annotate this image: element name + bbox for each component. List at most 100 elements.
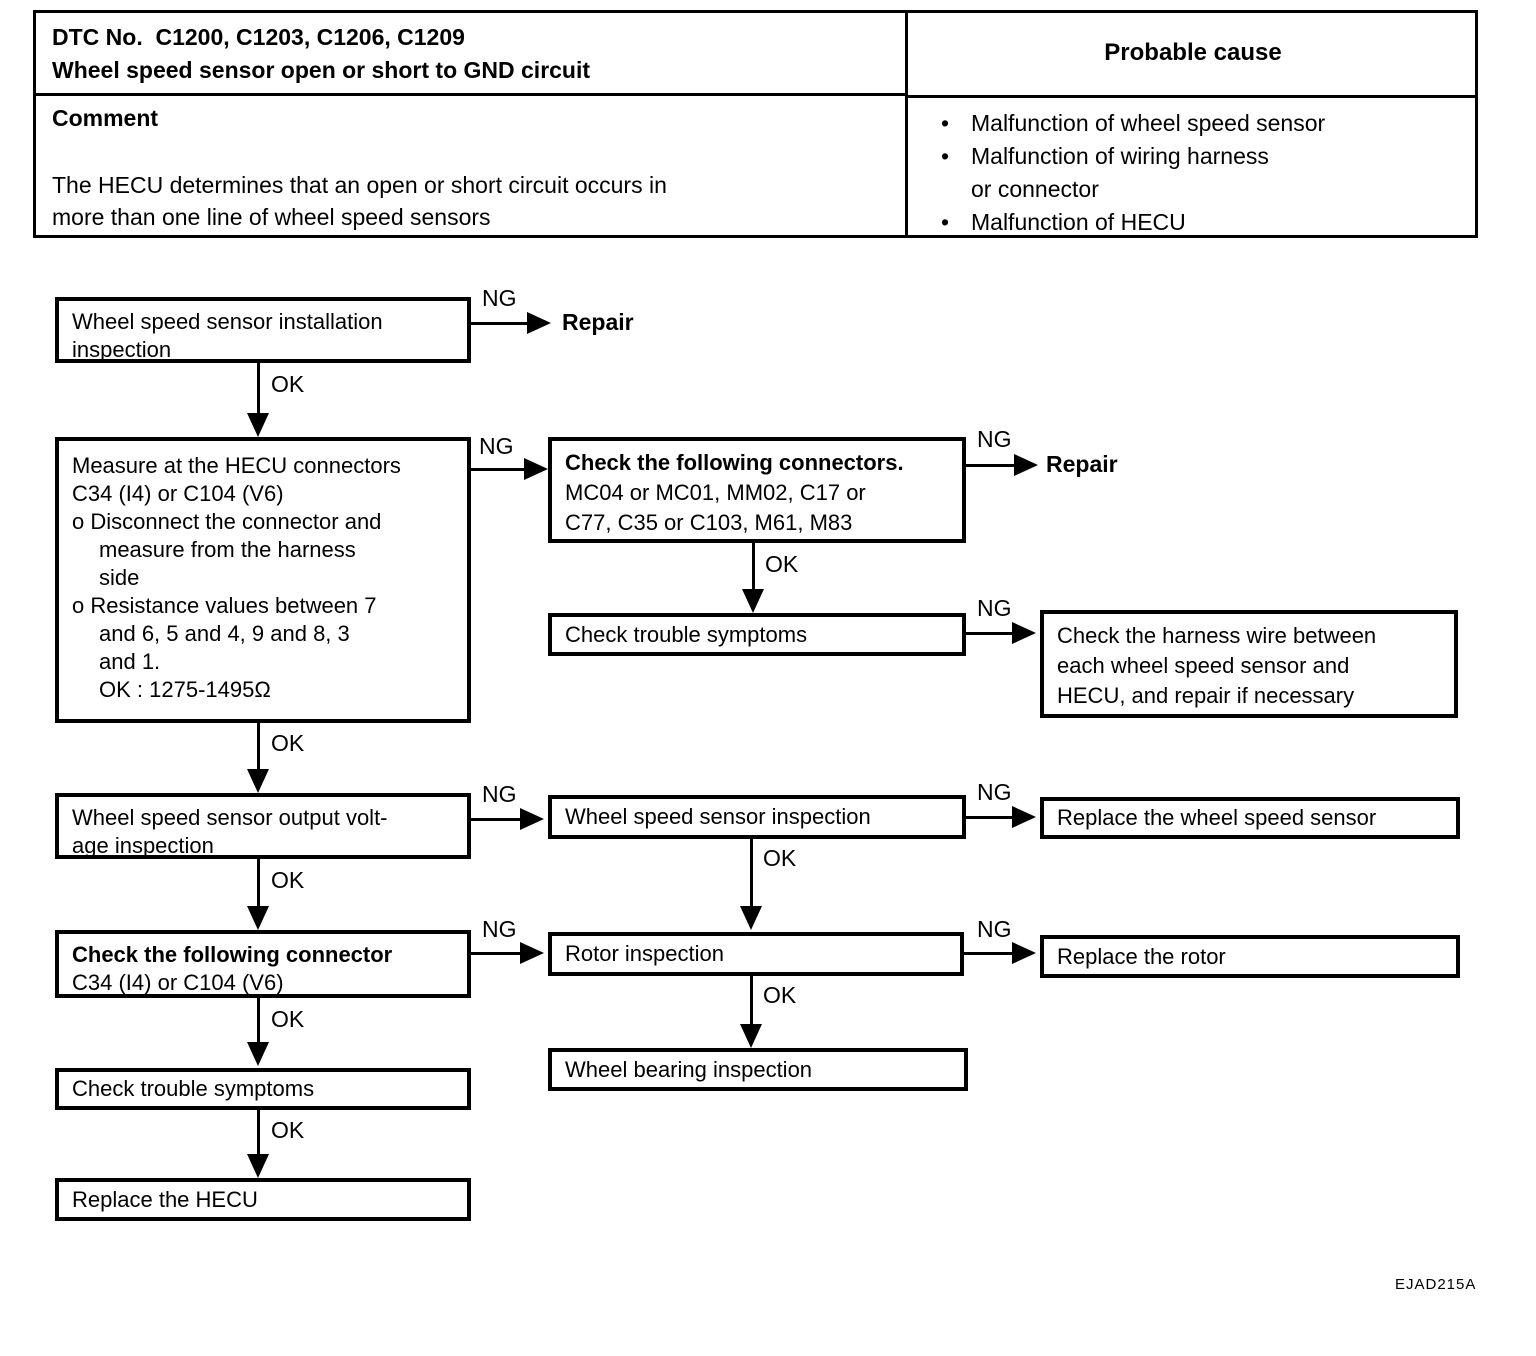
arrow-connector-to-rotor: [471, 952, 523, 955]
box-rotor-inspection: Rotor inspection: [548, 932, 964, 976]
box-replace-wheel-speed-sensor: Replace the wheel speed sensor: [1040, 797, 1460, 839]
dtc-title: DTC No. C1200, C1203, C1206, C1209 Wheel…: [52, 21, 590, 87]
probable-cause-header: Probable cause: [1104, 39, 1282, 66]
bullet-icon: •: [941, 143, 950, 169]
arrowhead-down-icon: [247, 769, 269, 793]
arrowhead-down-icon: [247, 1042, 269, 1066]
comment-body: The HECU determines that an open or shor…: [52, 172, 667, 230]
box-line: Replace the HECU: [72, 1186, 258, 1212]
arrow-symptoms-to-harness: [966, 632, 1016, 635]
arrow-measure-to-check-connectors: [471, 468, 529, 471]
dtc-title-line2: Wheel speed sensor open or short to GND …: [52, 57, 591, 83]
ng-label: NG: [977, 595, 1012, 621]
box-check-following-connectors: Check the following connectors. MC04 or …: [548, 437, 966, 543]
arrowhead-right-icon: [1012, 806, 1036, 828]
arrowhead-down-icon: [247, 1154, 269, 1178]
connector-symptoms2-to-replace-hecu: [257, 1110, 260, 1154]
arrowhead-down-icon: [740, 906, 762, 930]
box-line: inspection: [72, 337, 172, 362]
arrowhead-right-icon: [1012, 622, 1036, 644]
box-line: Wheel speed sensor inspection: [565, 804, 871, 829]
probable-cause-text: Malfunction of HECU: [971, 209, 1186, 235]
box-line: C34 (I4) or C104 (V6): [72, 481, 284, 506]
dtc-title-line1: DTC No. C1200, C1203, C1206, C1209: [52, 24, 465, 50]
table-column-divider: [905, 13, 908, 235]
arrowhead-right-icon: [520, 808, 544, 830]
figure-code: EJAD215A: [1395, 1276, 1477, 1293]
arrowhead-right-icon: [520, 942, 544, 964]
connector-connector-to-symptoms2: [257, 998, 260, 1042]
box-line: and 6, 5 and 4, 9 and 8, 3: [99, 621, 350, 646]
arrowhead-right-icon: [1012, 942, 1036, 964]
comment-title: Comment: [52, 105, 159, 131]
probable-cause-item: • Malfunction of HECU: [941, 206, 1325, 239]
probable-cause-text: Malfunction of wheel speed sensor: [971, 110, 1326, 136]
box-check-trouble-symptoms-2: Check trouble symptoms: [55, 1068, 471, 1110]
probable-cause-text: Malfunction of wiring harness or connect…: [971, 143, 1269, 202]
connector-rotor-to-bearing: [750, 976, 753, 1024]
table-row-divider-left: [36, 93, 905, 96]
arrowhead-down-icon: [742, 589, 764, 613]
ok-label: OK: [765, 551, 799, 577]
box-line: o Disconnect the connector and: [72, 509, 382, 534]
ng-label: NG: [479, 433, 514, 459]
ok-label: OK: [271, 371, 305, 397]
box-line: Measure at the HECU connectors: [72, 453, 401, 478]
arrow-installation-to-repair: [471, 322, 531, 325]
arrowhead-right-icon: [527, 312, 551, 334]
box-line: and 1.: [99, 649, 161, 674]
box-line: each wheel speed sensor and: [1057, 653, 1350, 678]
box-line: Check trouble symptoms: [72, 1076, 315, 1101]
box-line: C77, C35 or C103, M61, M83: [565, 510, 853, 535]
box-title: Check the following connector: [72, 942, 393, 967]
ng-label: NG: [977, 426, 1012, 452]
box-check-following-connector-c34: Check the following connector C34 (I4) o…: [55, 930, 471, 998]
box-line: C34 (I4) or C104 (V6): [72, 970, 284, 995]
ok-label: OK: [271, 1006, 305, 1032]
arrowhead-right-icon: [524, 458, 548, 480]
box-wheel-speed-sensor-inspection: Wheel speed sensor inspection: [548, 795, 966, 839]
box-measure-hecu-connectors: Measure at the HECU connectors C34 (I4) …: [55, 437, 471, 723]
connector-connectors-to-symptoms: [752, 543, 755, 589]
box-line: Check the harness wire between: [1057, 623, 1377, 648]
box-line: Wheel speed sensor output volt-: [72, 805, 388, 830]
ok-label: OK: [763, 845, 797, 871]
box-check-trouble-symptoms-1: Check trouble symptoms: [548, 613, 966, 656]
arrow-connectors-to-repair: [966, 464, 1018, 467]
probable-cause-item: • Malfunction of wiring harness or conne…: [941, 140, 1325, 206]
arrow-rotor-to-replace-rotor: [964, 952, 1016, 955]
box-title: Check the following connectors.: [565, 450, 904, 475]
arrowhead-down-icon: [247, 906, 269, 930]
bullet-icon: •: [941, 110, 950, 136]
bullet-icon: •: [941, 209, 950, 235]
arrowhead-down-icon: [740, 1024, 762, 1048]
box-line: side: [99, 565, 140, 590]
box-line: Wheel bearing inspection: [565, 1056, 813, 1082]
box-wheel-bearing-inspection: Wheel bearing inspection: [548, 1048, 968, 1091]
box-line: o Resistance values between 7: [72, 593, 377, 618]
box-replace-hecu: Replace the HECU: [55, 1178, 471, 1221]
box-line: Check trouble symptoms: [565, 621, 808, 647]
ng-label: NG: [482, 916, 517, 942]
box-wheel-speed-sensor-installation-inspection: Wheel speed sensor installation inspecti…: [55, 297, 471, 363]
connector-measure-to-voltage: [257, 723, 260, 771]
ng-label: NG: [977, 916, 1012, 942]
box-output-voltage-inspection: Wheel speed sensor output volt- age insp…: [55, 793, 471, 859]
box-line: Rotor inspection: [565, 941, 724, 966]
box-line: Replace the wheel speed sensor: [1057, 805, 1377, 830]
arrow-sensor-inspection-to-replace: [966, 816, 1016, 819]
box-check-harness-wire: Check the harness wire between each whee…: [1040, 610, 1458, 718]
table-row-divider-right: [908, 95, 1475, 98]
connector-installation-to-measure: [257, 363, 260, 415]
ng-label: NG: [977, 779, 1012, 805]
ng-label: NG: [482, 781, 517, 807]
repair-label: Repair: [562, 309, 634, 335]
ok-label: OK: [763, 982, 797, 1008]
ok-label: OK: [271, 730, 305, 756]
repair-label: Repair: [1046, 451, 1118, 477]
box-line: Replace the rotor: [1057, 943, 1226, 969]
ok-label: OK: [271, 867, 305, 893]
box-line: HECU, and repair if necessary: [1057, 683, 1355, 708]
arrowhead-right-icon: [1014, 454, 1038, 476]
arrowhead-down-icon: [247, 413, 269, 437]
